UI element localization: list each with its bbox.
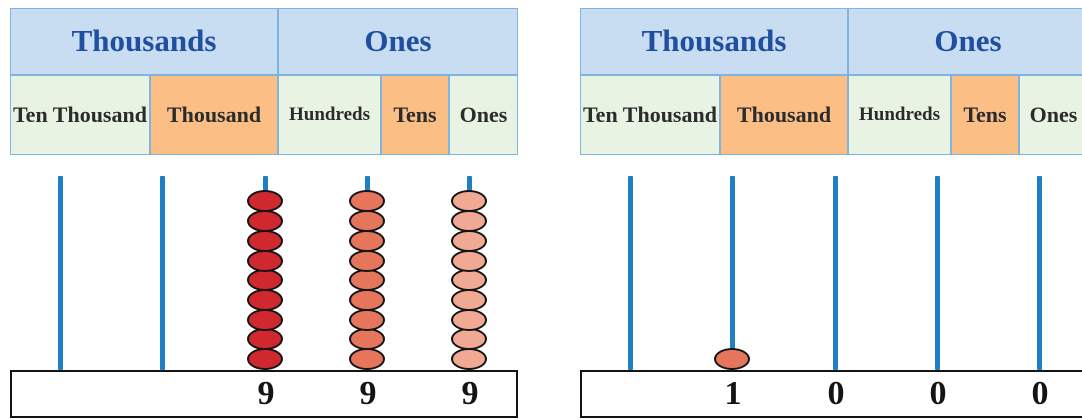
bead-ones (451, 249, 487, 272)
place-header-ones: Ones (449, 75, 518, 155)
place-header-thousand: Thousand (720, 75, 848, 155)
bead-hundreds (247, 210, 283, 233)
place-header-ten-thousand: Ten Thousand (580, 75, 720, 155)
place-header-tens: Tens (381, 75, 449, 155)
bead-hundreds (247, 229, 283, 252)
value-bar (10, 370, 518, 418)
place-header-tens: Tens (951, 75, 1019, 155)
digit-thousand: 1 (724, 375, 742, 412)
bead-ones (451, 308, 487, 331)
bead-ones (451, 348, 487, 370)
abacus-left: Thousands Ones Ten Thousand Thousand Hun… (0, 0, 520, 419)
rod-thousand (160, 176, 165, 370)
bead-ones (451, 229, 487, 252)
bead-hundreds (247, 288, 283, 311)
bead-hundreds (247, 190, 283, 213)
bead-tens (349, 288, 385, 311)
bead-hundreds (247, 269, 283, 292)
rod-ten-thousand (628, 176, 633, 370)
bead-ones (451, 288, 487, 311)
bead-hundreds (247, 308, 283, 331)
bead-tens (349, 328, 385, 351)
bead-tens (349, 229, 385, 252)
group-header-thousands: Thousands (10, 8, 278, 75)
digit-ones: 9 (461, 375, 479, 412)
bead-hundreds (247, 348, 283, 370)
digit-tens: 0 (929, 375, 947, 412)
abacus-right: Thousands Ones Ten Thousand Thousand Hun… (570, 0, 1082, 419)
bead-ones (451, 190, 487, 213)
bead-thousand (714, 348, 750, 370)
rod-thousand (730, 176, 735, 370)
bead-tens (349, 249, 385, 272)
digit-tens: 9 (359, 375, 377, 412)
place-header-thousand: Thousand (150, 75, 278, 155)
digit-hundreds: 0 (827, 375, 845, 412)
group-header-ones: Ones (848, 8, 1082, 75)
rod-hundreds (833, 176, 838, 370)
rod-tens (935, 176, 940, 370)
bead-hundreds (247, 249, 283, 272)
bead-tens (349, 308, 385, 331)
digit-hundreds: 9 (257, 375, 275, 412)
bead-hundreds (247, 328, 283, 351)
place-header-ten-thousand: Ten Thousand (10, 75, 150, 155)
bead-ones (451, 210, 487, 233)
bead-tens (349, 269, 385, 292)
digit-ones: 0 (1031, 375, 1049, 412)
bead-tens (349, 348, 385, 370)
place-header-hundreds: Hundreds (278, 75, 381, 155)
bead-tens (349, 190, 385, 213)
rod-ten-thousand (58, 176, 63, 370)
bead-tens (349, 210, 385, 233)
place-header-ones: Ones (1019, 75, 1082, 155)
bead-ones (451, 269, 487, 292)
rod-ones (1037, 176, 1042, 370)
bead-ones (451, 328, 487, 351)
group-header-ones: Ones (278, 8, 518, 75)
group-header-thousands: Thousands (580, 8, 848, 75)
value-bar (580, 370, 1082, 418)
place-header-hundreds: Hundreds (848, 75, 951, 155)
